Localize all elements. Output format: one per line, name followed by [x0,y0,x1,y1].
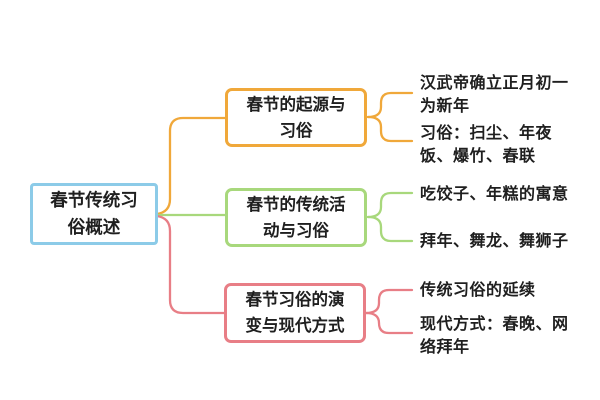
leaf-topic[interactable]: 汉武帝确立正月初一 为新年 [420,75,569,115]
connector-root-to-branch1 [155,116,227,216]
connector-branch3-to-leaf2 [364,311,414,335]
branch-topic-label: 春节习俗的演 变与现代方式 [245,290,345,335]
branch-topic-label: 春节的起源与 习俗 [246,94,346,140]
connector-branch3-to-leaf1 [364,288,414,315]
branch-topic-origin[interactable]: 春节的起源与 习俗 [225,88,367,147]
leaf-topic[interactable]: 吃饺子、年糕的寓意 [420,186,569,203]
connector-branch1-to-leaf1 [366,91,414,119]
branch-topic-activities[interactable]: 春节的传统活 动与习俗 [225,188,367,247]
root-topic-label: 春节传统习 俗概述 [50,190,138,237]
branch-topic-label: 春节的传统活 动与习俗 [246,194,346,240]
leaf-topic[interactable]: 现代方式：春晚、网 络拜年 [420,316,569,356]
leaf-topic[interactable]: 拜年、舞龙、舞狮子 [420,233,569,250]
branch-topic-evolution[interactable]: 春节习俗的演 变与现代方式 [224,283,366,343]
leaf-topic[interactable]: 传统习俗的延续 [420,282,536,299]
connector-root-to-branch3 [155,214,226,315]
root-topic[interactable]: 春节传统习 俗概述 [30,183,158,245]
leaf-topic[interactable]: 习俗：扫尘、年夜 饭、爆竹、春联 [420,125,553,165]
connector-branch1-to-leaf2 [366,115,414,143]
connector-branch2-to-leaf2 [366,215,414,243]
connector-branch2-to-leaf1 [366,191,414,219]
